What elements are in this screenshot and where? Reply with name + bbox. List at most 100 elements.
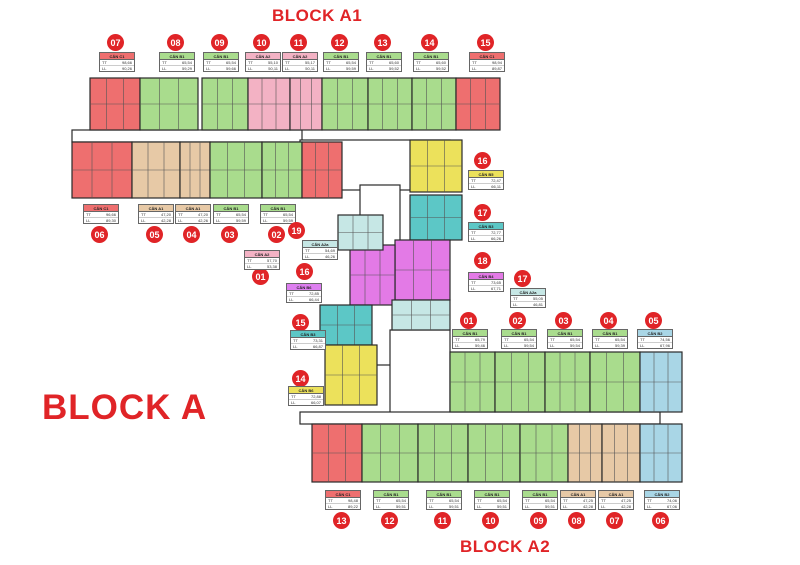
unit-number: 10 xyxy=(482,512,499,529)
unit-number: 05 xyxy=(146,226,163,243)
unit-number: 13 xyxy=(374,34,391,51)
unit-type-label: CĂN C1 xyxy=(326,491,360,498)
unit-number: 16 xyxy=(474,152,491,169)
unit-type-label: CĂN A2 xyxy=(246,53,280,60)
unit-number: 04 xyxy=(600,312,617,329)
unit-type-label: CĂN B1 xyxy=(427,491,461,498)
unit-type-label: CĂN C1 xyxy=(84,205,118,212)
unit-type-label: CĂN B6 xyxy=(289,387,323,394)
unit-number: 19 xyxy=(288,222,305,239)
unit-number: 11 xyxy=(434,512,451,529)
unit-number: 02 xyxy=(268,226,285,243)
unit-number: 04 xyxy=(183,226,200,243)
a2-corridor xyxy=(299,411,661,425)
unit-type-label: CĂN B1 xyxy=(414,53,448,60)
unit-number: 07 xyxy=(606,512,623,529)
unit-number: 10 xyxy=(253,34,270,51)
unit-number: 11 xyxy=(290,34,307,51)
unit-type-label: CĂN B1 xyxy=(214,205,248,212)
unit-type-label: CĂN A1 xyxy=(176,205,210,212)
unit-number: 03 xyxy=(555,312,572,329)
unit-type-label: CĂN B1 xyxy=(523,491,557,498)
unit-type-label: CĂN A2a xyxy=(303,241,337,248)
unit-number: 05 xyxy=(645,312,662,329)
unit-type-label: CĂN B5 xyxy=(469,171,503,178)
unit-number: 12 xyxy=(331,34,348,51)
unit-number: 08 xyxy=(167,34,184,51)
unit-type-label: CĂN B1 xyxy=(261,205,295,212)
unit-number: 17 xyxy=(514,270,531,287)
unit-type-label: CĂN B2 xyxy=(645,491,679,498)
unit-type-label: CĂN B1 xyxy=(502,330,536,337)
unit-number: 09 xyxy=(211,34,228,51)
unit-type-label: CĂN B4 xyxy=(469,273,503,280)
unit-number: 03 xyxy=(221,226,238,243)
unit-type-label: CĂN B1 xyxy=(593,330,627,337)
unit-number: 18 xyxy=(474,252,491,269)
unit-number: 09 xyxy=(530,512,547,529)
unit-type-label: CĂN B1 xyxy=(204,53,238,60)
unit-type-label: CĂN B1 xyxy=(367,53,401,60)
unit-type-label: CĂN B6 xyxy=(287,284,321,291)
unit-number: 17 xyxy=(474,204,491,221)
unit-number: 14 xyxy=(292,370,309,387)
unit-number: 06 xyxy=(652,512,669,529)
